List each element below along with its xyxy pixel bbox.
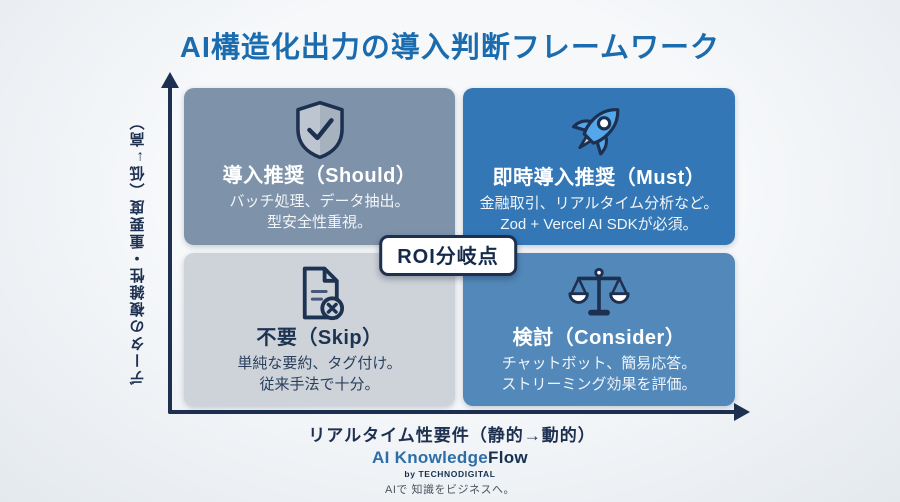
brand-tagline: AIで 知識をビジネスへ。	[385, 483, 515, 496]
x-axis-line	[168, 410, 736, 414]
y-axis-label: データの複雑性・重要度（低→高）	[129, 113, 147, 385]
quadrant-title: 導入推奨（Should）	[222, 164, 417, 187]
footer: AI KnowledgeFlow by TECHNODIGITAL AIで 知識…	[0, 449, 900, 496]
quadrant-title: 検討（Consider）	[512, 326, 686, 349]
quadrant-consider: 検討（Consider） チャットボット、簡易応答。 ストリーミング効果を評価。	[463, 253, 735, 406]
rocket-icon	[566, 98, 632, 162]
quadrant-title: 不要（Skip）	[256, 326, 383, 349]
quadrant-description: チャットボット、簡易応答。 ストリーミング効果を評価。	[501, 354, 697, 393]
quadrant-should: 導入推奨（Should） バッチ処理、データ抽出。 型安全性重視。	[184, 88, 455, 245]
shield-check-icon	[289, 100, 351, 160]
y-axis-arrow-icon	[161, 72, 179, 88]
quadrant-skip: 不要（Skip） 単純な要約、タグ付け。 従来手法で十分。	[184, 253, 455, 406]
brand-name-part1: AI Knowledge	[372, 448, 489, 467]
quadrant-matrix: 導入推奨（Should） バッチ処理、データ抽出。 型安全性重視。 即時導入推奨…	[184, 88, 735, 406]
quadrant-description: バッチ処理、データ抽出。 型安全性重視。	[229, 192, 410, 231]
x-axis-label: リアルタイム性要件（静的→動的）	[308, 426, 596, 445]
brand-logo: AI KnowledgeFlow	[0, 449, 900, 466]
page-title: AI構造化出力の導入判断フレームワーク	[179, 32, 721, 64]
quadrant-description: 金融取引、リアルタイム分析など。 Zod + Vercel AI SDKが必須。	[479, 194, 719, 233]
quadrant-title: 即時導入推奨（Must）	[492, 166, 706, 189]
brand-name-part2: Flow	[488, 448, 528, 467]
x-axis-arrow-icon	[734, 403, 750, 421]
document-x-icon	[291, 264, 349, 322]
quadrant-must: 即時導入推奨（Must） 金融取引、リアルタイム分析など。 Zod + Verc…	[463, 88, 735, 245]
quadrant-description: 単純な要約、タグ付け。 従来手法で十分。	[237, 354, 402, 393]
roi-breakpoint-badge: ROI分岐点	[379, 235, 517, 276]
brand-byline: by TECHNODIGITAL	[404, 469, 496, 479]
scales-icon	[567, 264, 631, 322]
y-axis-line	[168, 86, 172, 414]
